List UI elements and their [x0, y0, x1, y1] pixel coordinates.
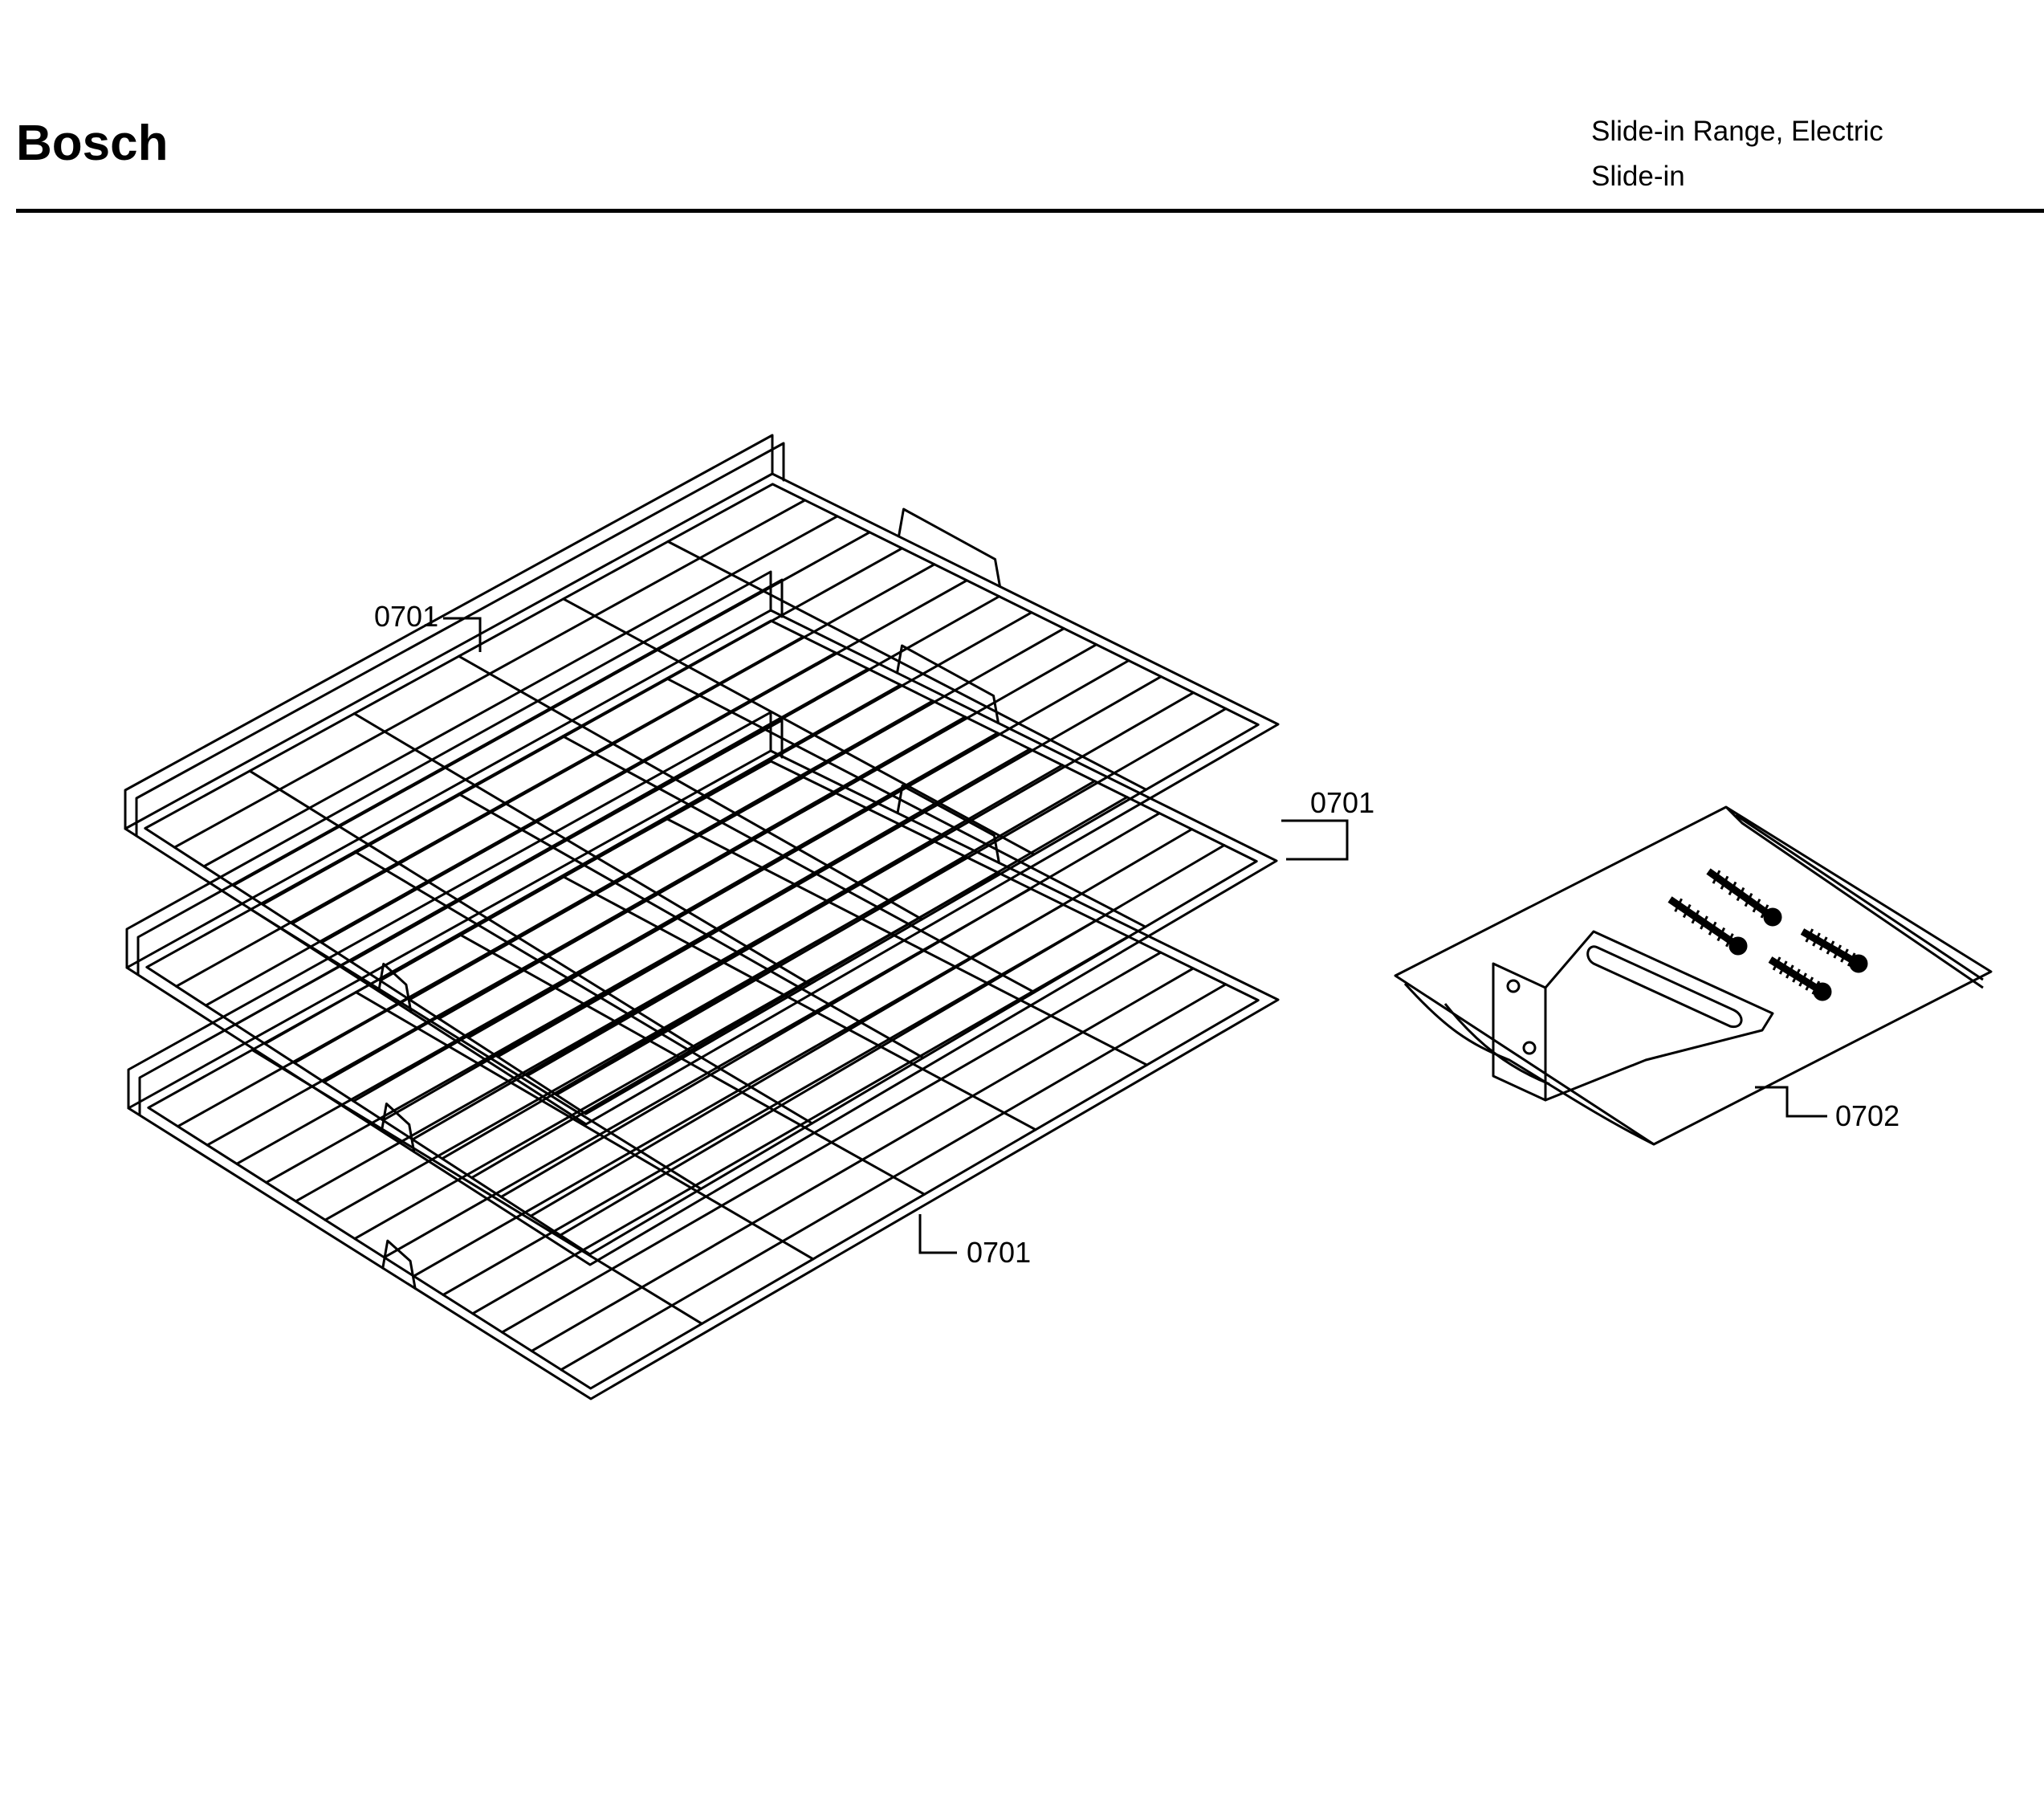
screw-thread — [1840, 948, 1849, 963]
brand-title: Bosch — [16, 116, 169, 171]
screw-thread — [1674, 898, 1683, 912]
oven-racks — [124, 434, 1280, 1400]
bracket-hole — [1506, 979, 1521, 993]
screw-thread — [1712, 870, 1721, 884]
screw-thread — [1826, 940, 1835, 955]
screw-thread — [1785, 964, 1794, 979]
callout-leader-middle-rack — [1281, 819, 1349, 861]
screw-thread — [1728, 881, 1737, 896]
rack-guard-rail — [125, 570, 772, 969]
rack-stop-bump-front — [380, 1103, 416, 1153]
rack-long-wire — [666, 677, 1147, 928]
callout-label-middle-rack: 0701 — [1310, 786, 1374, 819]
screw-head — [1813, 982, 1832, 1001]
screw-head — [1728, 936, 1748, 956]
rack-long-wire — [561, 735, 1036, 994]
wood-screw-3 — [1800, 928, 1868, 973]
screw-thread — [1760, 904, 1769, 919]
screw-thread — [1805, 976, 1814, 991]
rack-long-wire — [353, 850, 814, 1125]
screw-thread — [1812, 932, 1821, 947]
rack-guard-rail — [127, 711, 772, 1110]
rack-guard-rail-inner — [135, 442, 785, 837]
product-type: Slide-in — [1591, 161, 1685, 192]
callout-label-bottom-rack: 0701 — [967, 1236, 1031, 1269]
callout-leader-hardware-kit — [1755, 1086, 1827, 1118]
screw-thread — [1752, 899, 1761, 913]
bracket-top-plate — [1544, 930, 1774, 1102]
callout-leader-top-rack — [443, 617, 482, 652]
wood-screw-4 — [1768, 956, 1832, 1001]
rack-long-wire — [248, 769, 699, 1050]
rack-long-wire — [354, 991, 815, 1261]
rack-long-wire — [562, 875, 1037, 1131]
screw-thread — [1818, 936, 1828, 951]
screw-thread — [1798, 972, 1807, 987]
bracket-hole — [1522, 1041, 1537, 1055]
rack-long-wire — [458, 933, 926, 1196]
rack-stop-bump-front — [377, 962, 413, 1013]
screw-thread — [1736, 887, 1745, 902]
rack-stop-bump — [898, 508, 1001, 588]
screw-head — [1763, 907, 1782, 927]
rack-long-wire — [666, 540, 1148, 791]
callout-leader-bottom-rack — [918, 1214, 957, 1254]
wood-screw-2 — [1667, 896, 1748, 956]
screw-thread — [1682, 903, 1692, 919]
hardware-kit-packet — [1394, 805, 1993, 1146]
screw-thread — [1700, 915, 1708, 930]
oven-rack-top — [124, 434, 1280, 1126]
bag-wrinkle — [1403, 982, 1655, 1146]
rack-long-wire — [458, 654, 923, 921]
screw-thread — [1833, 944, 1842, 959]
rack-long-wire — [562, 597, 1036, 856]
bag-seal-edge — [1724, 805, 1984, 989]
callout-label-top-rack: 0701 — [374, 600, 438, 633]
screw-thread — [1720, 875, 1729, 890]
product-line: Slide-in Range, Electric — [1591, 116, 1883, 147]
rack-frame — [127, 749, 1280, 1400]
screw-thread — [1772, 956, 1781, 971]
rack-stop-bump — [896, 644, 1000, 724]
screw-thread — [1744, 892, 1753, 907]
rack-long-wire — [458, 793, 925, 1059]
screw-thread — [1716, 927, 1726, 942]
bag-seal-strip — [1735, 813, 1984, 981]
screw-thread — [1778, 960, 1788, 975]
screw-thread — [1691, 910, 1700, 924]
rack-long-wire — [352, 712, 812, 986]
rack-frame — [124, 472, 1280, 1126]
header-divider — [16, 209, 2044, 213]
screw-head — [1849, 954, 1868, 973]
screw-thread — [1708, 921, 1717, 936]
wood-screw-1 — [1706, 868, 1782, 927]
mounting-bracket — [1492, 930, 1774, 1102]
bracket-slot — [1586, 945, 1743, 1029]
rack-long-wire — [666, 817, 1149, 1066]
screw-thread — [1805, 928, 1814, 943]
bag-outline — [1394, 805, 1993, 1146]
callout-label-hardware-kit: 0702 — [1835, 1099, 1899, 1132]
rack-stop-bump-front — [381, 1239, 417, 1290]
screw-thread — [1725, 933, 1734, 948]
screw-thread — [1792, 968, 1801, 983]
